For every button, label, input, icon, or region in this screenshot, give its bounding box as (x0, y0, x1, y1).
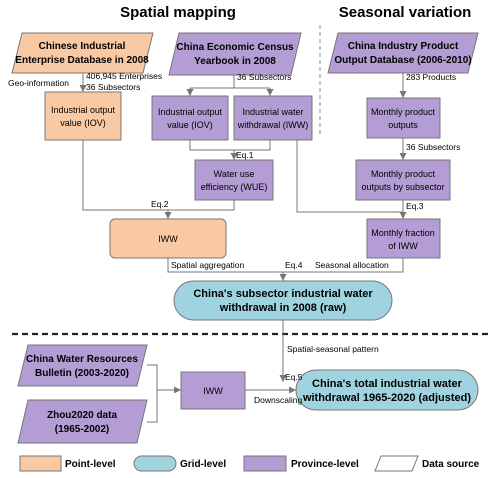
svg-text:China Industry Product: China Industry Product (348, 41, 459, 52)
label-seasonal-allocation: Seasonal allocation (315, 260, 389, 270)
connector-iww-to-eq3 (296, 140, 403, 213)
label-enterprises: 406,945 Enterprises (86, 71, 162, 81)
label-spatial-aggregation: Spatial aggregation (171, 260, 245, 270)
svg-text:value (IOV): value (IOV) (167, 120, 213, 130)
svg-text:withdrawal in 2008 (raw): withdrawal in 2008 (raw) (219, 302, 347, 314)
box-iov-point-level: Industrial output value (IOV) (44, 91, 122, 141)
box-water-use-efficiency: Water use efficiency (WUE) (194, 159, 274, 201)
connector-iov-point-to-eq2 (82, 140, 168, 211)
legend: Point-level Grid-level Province-level Da… (19, 455, 480, 472)
legend-label-province: Province-level (291, 459, 359, 470)
svg-text:China Water Resources: China Water Resources (26, 354, 138, 365)
legend-label-grid: Grid-level (180, 459, 226, 470)
svg-text:China Economic Census: China Economic Census (176, 42, 294, 53)
svg-text:Monthly fraction: Monthly fraction (371, 228, 435, 238)
legend-swatch-province (243, 455, 287, 472)
svg-text:Monthly product: Monthly product (371, 169, 436, 179)
svg-text:outputs by subsector: outputs by subsector (361, 182, 444, 192)
svg-text:(1965-2002): (1965-2002) (55, 424, 109, 435)
svg-text:Bulletin (2003-2020): Bulletin (2003-2020) (35, 368, 129, 379)
result-total-iww-1965-2020: China's total industrial water withdrawa… (295, 369, 479, 411)
label-downscaling: Downscaling (254, 395, 302, 405)
connector-cecy-branch (190, 75, 270, 89)
svg-text:Industrial output: Industrial output (158, 107, 223, 117)
svg-text:Output Database (2006-2010): Output Database (2006-2010) (334, 55, 471, 66)
label-geo-information: Geo-information (8, 78, 69, 88)
label-eq5: Eq.5 (285, 372, 303, 382)
result-subsector-iww-2008: China's subsector industrial water withd… (173, 280, 393, 321)
seasonal-variation-header: Seasonal variation (339, 4, 472, 21)
svg-text:withdrawal (IWW): withdrawal (IWW) (237, 120, 309, 130)
connector-wue-to-eq2 (168, 200, 235, 211)
label-eq3: Eq.3 (406, 201, 424, 211)
source-china-economic-census-yearbook: China Economic Census Yearbook in 2008 (168, 32, 302, 76)
svg-text:Enterprise Database in 2008: Enterprise Database in 2008 (15, 55, 149, 66)
svg-text:efficiency (WUE): efficiency (WUE) (201, 182, 268, 192)
legend-label-point: Point-level (65, 459, 116, 470)
label-eq1: Eq.1 (236, 150, 254, 160)
svg-text:Industrial output: Industrial output (51, 105, 116, 115)
connector-sources-join (147, 364, 158, 423)
legend-swatch-source (374, 455, 419, 472)
label-36-subsectors-b: 36 Subsectors (237, 72, 291, 82)
label-36-subsectors-c: 36 Subsectors (406, 142, 460, 152)
svg-text:IWW: IWW (203, 386, 223, 396)
svg-text:China's total industrial water: China's total industrial water (312, 378, 463, 390)
svg-text:China's subsector industrial w: China's subsector industrial water (193, 288, 373, 300)
svg-text:Chinese Industrial: Chinese Industrial (39, 41, 126, 52)
box-monthly-fraction-iww: Monthly fraction of IWW (366, 218, 441, 259)
svg-text:value (IOV): value (IOV) (60, 118, 106, 128)
source-china-water-resources-bulletin: China Water Resources Bulletin (2003-202… (17, 344, 148, 387)
box-iov-province: Industrial output value (IOV) (151, 95, 229, 141)
svg-text:Zhou2020 data: Zhou2020 data (47, 410, 117, 421)
label-eq4: Eq.4 (285, 260, 303, 270)
box-iww-province: Industrial water withdrawal (IWW) (233, 95, 313, 141)
svg-text:Yearbook in 2008: Yearbook in 2008 (194, 56, 276, 67)
svg-text:outputs: outputs (388, 120, 418, 130)
box-iww-historical: IWW (180, 371, 246, 410)
svg-text:Water use: Water use (214, 169, 255, 179)
source-china-industry-product-output-db: China Industry Product Output Database (… (327, 32, 479, 74)
label-36-subsectors-a: 36 Subsectors (86, 82, 140, 92)
legend-swatch-grid (133, 455, 177, 472)
box-monthly-outputs-by-subsector: Monthly product outputs by subsector (355, 159, 451, 201)
box-monthly-product-outputs: Monthly product outputs (366, 97, 441, 139)
svg-text:Industrial water: Industrial water (242, 107, 303, 117)
svg-text:withdrawal 1965-2020 (adjusted: withdrawal 1965-2020 (adjusted) (302, 392, 471, 404)
legend-label-source: Data source (422, 459, 480, 470)
box-iww-point-level: IWW (109, 218, 227, 259)
legend-swatch-point (19, 455, 62, 472)
connector-iov-iww-join (189, 140, 271, 151)
svg-text:IWW: IWW (158, 234, 178, 244)
svg-text:of IWW: of IWW (388, 241, 418, 251)
spatial-mapping-header: Spatial mapping (120, 4, 236, 21)
label-eq2: Eq.2 (151, 199, 169, 209)
label-283-products: 283 Products (406, 72, 456, 82)
svg-text:Monthly product: Monthly product (371, 107, 436, 117)
connector-aggregation (167, 258, 404, 273)
source-chinese-industrial-enterprise-db: Chinese Industrial Enterprise Database i… (11, 32, 154, 74)
label-spatial-seasonal-pattern: Spatial-seasonal pattern (287, 344, 379, 354)
source-zhou2020-data: Zhou2020 data (1965-2002) (17, 399, 148, 444)
